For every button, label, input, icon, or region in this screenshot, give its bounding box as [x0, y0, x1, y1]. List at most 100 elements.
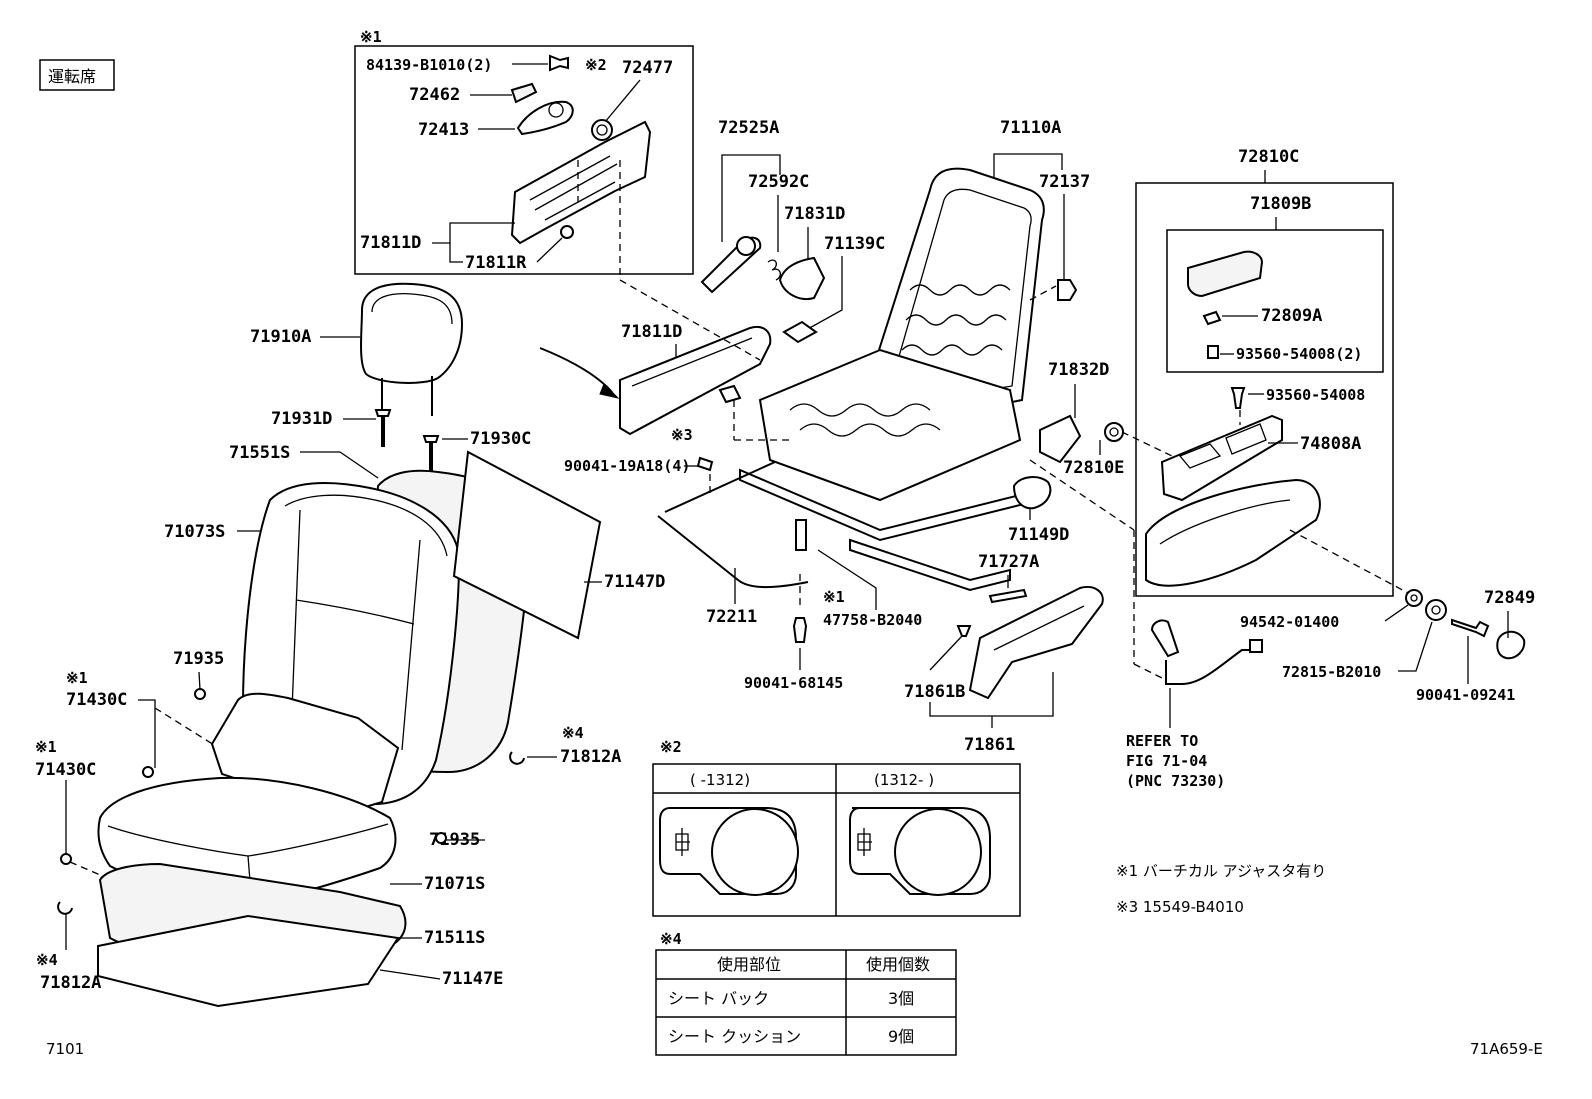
buckle-icon: [1150, 619, 1180, 658]
label-71831D: 71831D: [784, 204, 845, 224]
label-71861B: 71861B: [904, 682, 965, 702]
label-71931D: 71931D: [271, 409, 332, 429]
headrest-71910A: [360, 282, 464, 384]
seat-label-box: 運転席: [39, 59, 115, 91]
cover-71831D: [778, 256, 826, 300]
label-93560: 93560-54008: [1266, 386, 1365, 404]
tray-74808A: [1160, 414, 1283, 502]
cap-72849: [1496, 630, 1526, 660]
refer-line3: (PNC 73230): [1126, 772, 1225, 790]
label-90041-09241: 90041-09241: [1416, 686, 1515, 704]
guide-71931D: [374, 409, 392, 447]
recliner-cover-detail-box: ※1 84139-B1010(2) ※2 72477 72462 72413 7…: [354, 28, 694, 275]
label-72810E: 72810E: [1063, 458, 1124, 478]
bracket-47758: [795, 519, 807, 551]
table-row-2-count: 9個: [888, 1027, 914, 1046]
cover-71832D: [1039, 414, 1082, 464]
label-71910A: 71910A: [250, 327, 311, 347]
seat-frame-group: 72525A 72592C 71831D 71139C 71110A 72137…: [539, 118, 1173, 755]
clip-71861B: [956, 625, 972, 637]
screw-90041-68145: [792, 617, 808, 643]
label-71812A-b: 71812A: [40, 973, 101, 993]
table-header-location: 使用部位: [717, 955, 781, 974]
label-71930C: 71930C: [470, 429, 531, 449]
switch-base: [718, 384, 742, 404]
spacer-72815: [1425, 599, 1447, 621]
label-93560-2: 93560-54008(2): [1236, 345, 1362, 363]
label-71811D-a: 71811D: [360, 233, 421, 253]
label-71811R: 71811R: [465, 253, 527, 273]
detail-2-col1: ( -1312): [690, 771, 750, 789]
table-header-count: 使用個数: [866, 955, 930, 974]
detail-2-panel: ※2 ( -1312) (1312- ): [652, 738, 1021, 917]
label-71511S: 71511S: [424, 928, 485, 948]
label-72137: 72137: [1039, 172, 1090, 192]
label-71430C-a: 71430C: [66, 690, 127, 710]
cushion-frame: [758, 348, 1022, 502]
label-90041-68145: 90041-68145: [744, 674, 843, 692]
label-71727A: 71727A: [978, 552, 1039, 572]
label-71809B: 71809B: [1250, 194, 1311, 214]
headrest-group: 71910A 71931D 71930C: [250, 282, 531, 473]
label-72849: 72849: [1484, 588, 1535, 608]
mark-2: ※2: [585, 56, 607, 74]
label-71147E: 71147E: [442, 969, 503, 989]
washer-94542: [1405, 589, 1423, 607]
console-box-group: 72810C 71809B 72809A 93560-54008(2) 9356…: [1135, 147, 1394, 597]
refer-line2: FIG 71-04: [1126, 752, 1207, 770]
buckle-reference-group: REFER TO FIG 71-04 (PNC 73230): [1126, 619, 1263, 790]
label-72810C: 72810C: [1238, 147, 1299, 167]
adjust-icon-old: [675, 828, 690, 856]
label-71147D: 71147D: [604, 572, 665, 592]
table-row-2-location: シート クッション: [668, 1027, 801, 1046]
label-72413: 72413: [418, 120, 469, 140]
shield-71861: [968, 586, 1104, 700]
label-47758: 47758-B2040: [823, 611, 922, 629]
detail-2-col2: (1312- ): [874, 771, 934, 789]
lid-71809B: [1187, 250, 1264, 298]
wire-72211: [657, 515, 809, 589]
seat-cushion-group: 71935 ※1 71430C ※1 71430C ※4 71812A 7193…: [35, 649, 621, 1008]
backboard-71147D: [452, 450, 602, 640]
label-71861: 71861: [964, 735, 1015, 755]
label-72815: 72815-B2010: [1282, 663, 1381, 681]
mark-1-top: ※1: [360, 28, 382, 46]
label-72809A: 72809A: [1261, 306, 1322, 326]
motor-71149D: [1012, 476, 1052, 510]
label-71071S: 71071S: [424, 874, 485, 894]
mark-2-detail: ※2: [660, 738, 682, 756]
label-71811D-b: 71811D: [621, 322, 682, 342]
illustration-number: 71A659-E: [1470, 1040, 1543, 1058]
label-71149D: 71149D: [1008, 525, 1069, 545]
mark-4-71812A-a: ※4: [562, 724, 584, 742]
nut-72810E: [1104, 422, 1124, 442]
label-94542: 94542-01400: [1240, 613, 1339, 631]
cushion-board-71147E: [97, 914, 400, 1008]
label-71430C-b: 71430C: [35, 760, 96, 780]
seat-label: 運転席: [48, 67, 96, 86]
label-71935-a: 71935: [173, 649, 224, 669]
label-71551S: 71551S: [229, 443, 290, 463]
recliner-cover-71811D: [510, 120, 652, 245]
label-90041-19A18: 90041-19A18(4): [564, 457, 690, 475]
pad-71727A: [988, 588, 1028, 604]
label-74808A: 74808A: [1300, 434, 1361, 454]
guide-71930C: [422, 435, 440, 473]
mark-3: ※3: [671, 426, 693, 444]
label-71139C: 71139C: [824, 234, 885, 254]
refer-line1: REFER TO: [1126, 732, 1198, 750]
bolt-90041-09241: [1451, 618, 1490, 638]
table-row-1-location: シート バック: [668, 989, 769, 1008]
ring-72477: [591, 119, 613, 141]
screw-93560: [1230, 387, 1246, 409]
side-shield-71811D: [619, 326, 772, 436]
label-71812A-a: 71812A: [560, 747, 621, 767]
clip-72137: [1057, 279, 1078, 301]
mark-1-71430C-a: ※1: [66, 669, 88, 687]
label-72211: 72211: [706, 607, 757, 627]
label-72525A: 72525A: [718, 118, 779, 138]
note-3: ※3 15549-B4010: [1116, 898, 1244, 916]
label-71832D: 71832D: [1048, 360, 1109, 380]
label-72592C: 72592C: [748, 172, 809, 192]
